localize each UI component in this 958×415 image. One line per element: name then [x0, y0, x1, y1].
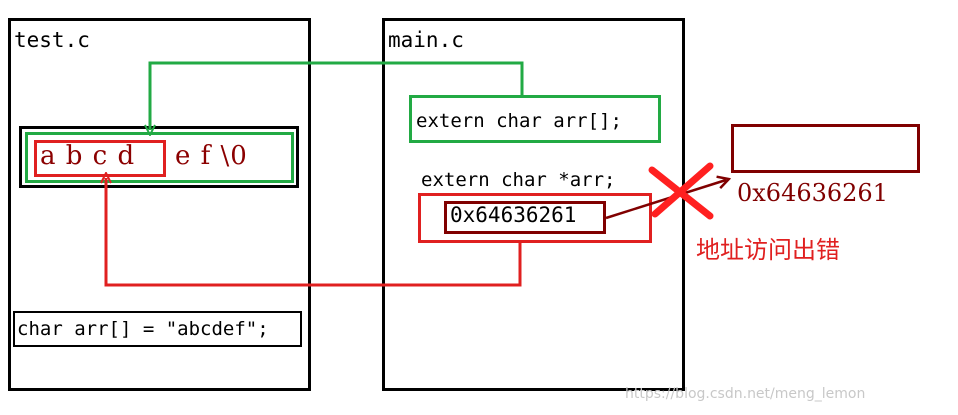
error-cross-icon	[648, 162, 714, 220]
pointer-value-text: 0x64636261	[450, 203, 577, 227]
array-memory-outer-box	[19, 126, 299, 188]
pointer-outer-box	[418, 193, 652, 243]
array-bytes-rest: e f \0	[175, 141, 248, 171]
array-definition-code: char arr[] = "abcdef";	[17, 318, 269, 340]
main-c-panel	[382, 18, 685, 391]
correct-declaration-box	[409, 95, 661, 143]
target-memory-box	[731, 124, 920, 173]
red-link-arrow	[106, 178, 522, 287]
array-first-four-box	[34, 140, 166, 177]
test-c-title: test.c	[14, 28, 90, 52]
dereference-arrow	[605, 180, 726, 220]
main-c-title: main.c	[388, 28, 464, 52]
array-memory-green-box	[25, 132, 294, 183]
error-label: 地址访问出错	[696, 236, 840, 264]
array-bytes-first: a b c d	[40, 141, 136, 171]
watermark-text: https://blog.csdn.net/meng_lemon	[625, 386, 866, 402]
test-c-panel	[8, 18, 311, 391]
pointer-value-box	[444, 201, 606, 234]
wrong-declaration-code: extern char *arr;	[421, 169, 616, 191]
definition-box	[13, 311, 302, 347]
target-address-text: 0x64636261	[737, 179, 888, 207]
correct-declaration-code: extern char arr[];	[416, 110, 622, 132]
green-link-arrow	[150, 61, 524, 130]
